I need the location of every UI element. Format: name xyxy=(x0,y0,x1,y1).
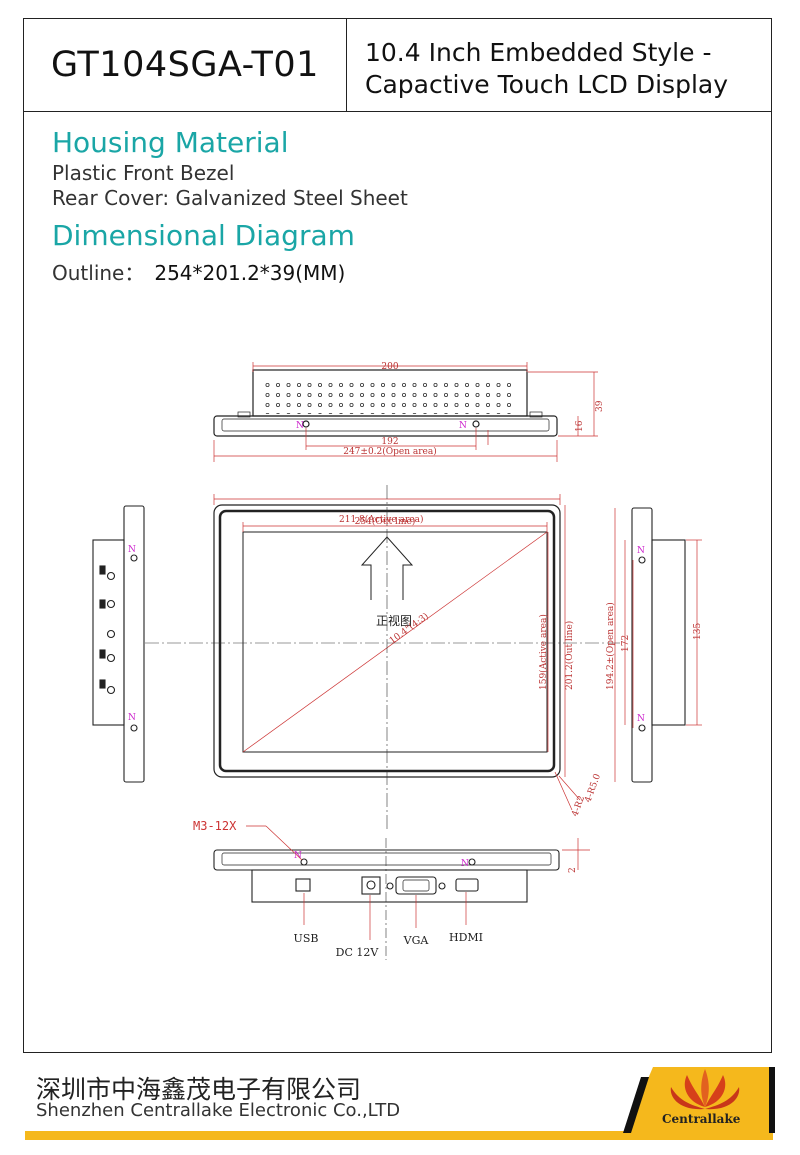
company-name-cn: 深圳市中海鑫茂电子有限公司 xyxy=(36,1075,362,1104)
dim-right-open: 194.2±(Open area) xyxy=(605,602,616,690)
right-mark-n-top: N xyxy=(637,546,645,556)
right-side-dims xyxy=(614,508,702,782)
top-view xyxy=(213,369,558,437)
port-hdmi-label: HDMI xyxy=(449,931,483,944)
dim-front-height-active: 159(Active area) xyxy=(538,614,549,690)
bottom-mark-n-right: N xyxy=(461,859,469,869)
dim-front-outline: 254(Out line) xyxy=(355,516,416,527)
left-mark-n-top: N xyxy=(128,545,136,555)
dim-front-height-outline: 201.2(Out line) xyxy=(564,621,575,690)
dim-top-depth: 39 xyxy=(595,400,605,412)
dim-corner-2: 4-R2 xyxy=(570,795,587,818)
right-mark-n-bottom: N xyxy=(637,714,645,724)
outline-value: 254*201.2*39(MM) xyxy=(154,261,346,285)
top-mark-n-left: N xyxy=(296,421,304,431)
footer-accent-bar xyxy=(25,1131,773,1140)
header: GT104SGA-T01 10.4 Inch Embedded Style - … xyxy=(24,19,771,112)
bottom-view-leaders xyxy=(246,825,590,940)
dim-right-hole: 172 xyxy=(621,635,631,652)
product-title-line2: Capactive Touch LCD Display xyxy=(365,70,729,99)
dimensional-heading: Dimensional Diagram xyxy=(52,219,355,252)
port-usb-label: USB xyxy=(294,932,319,945)
top-view-dims xyxy=(213,362,598,462)
dim-front-active-label: 211.8(Active area) xyxy=(339,515,424,525)
company-name-en: Shenzhen Centrallake Electronic Co.,LTD xyxy=(36,1100,401,1121)
outline-row: Outline： 254*201.2*39(MM) xyxy=(52,257,345,286)
company-logo xyxy=(623,1067,775,1133)
left-mark-n-bottom: N xyxy=(128,713,136,723)
screw-label: M3-12X xyxy=(193,819,237,833)
dim-top-side: 16 xyxy=(575,420,585,432)
dim-bottom-side: 2 xyxy=(568,867,578,873)
outline-label: Outline： xyxy=(52,261,145,285)
housing-heading: Housing Material xyxy=(52,126,289,159)
dim-top-width: 200 xyxy=(381,362,398,372)
front-view-dims xyxy=(213,494,581,811)
dim-top-hole: 192 xyxy=(381,437,398,447)
top-mark-n-right: N xyxy=(459,421,467,431)
model-number: GT104SGA-T01 xyxy=(24,19,347,111)
housing-line1: Plastic Front Bezel xyxy=(52,161,235,185)
product-title-line1: 10.4 Inch Embedded Style - xyxy=(365,38,712,67)
dim-right-depth: 135 xyxy=(693,623,703,640)
port-vga-label: VGA xyxy=(403,934,430,947)
page-frame: GT104SGA-T01 10.4 Inch Embedded Style - … xyxy=(23,18,772,1053)
housing-line2: Rear Cover: Galvanized Steel Sheet xyxy=(52,186,408,210)
dim-top-open: 247±0.2(Open area) xyxy=(343,446,437,457)
product-title: 10.4 Inch Embedded Style - Capactive Tou… xyxy=(365,37,728,101)
right-side-view xyxy=(631,507,686,783)
bottom-view xyxy=(213,849,560,903)
port-dc-label: DC 12V xyxy=(336,946,380,959)
center-lines xyxy=(145,485,620,830)
left-side-view xyxy=(92,505,145,783)
bottom-mark-n-left: N xyxy=(294,851,302,861)
front-view-label: 正视图 xyxy=(376,613,412,628)
logo-text: Centrallake xyxy=(662,1112,741,1126)
